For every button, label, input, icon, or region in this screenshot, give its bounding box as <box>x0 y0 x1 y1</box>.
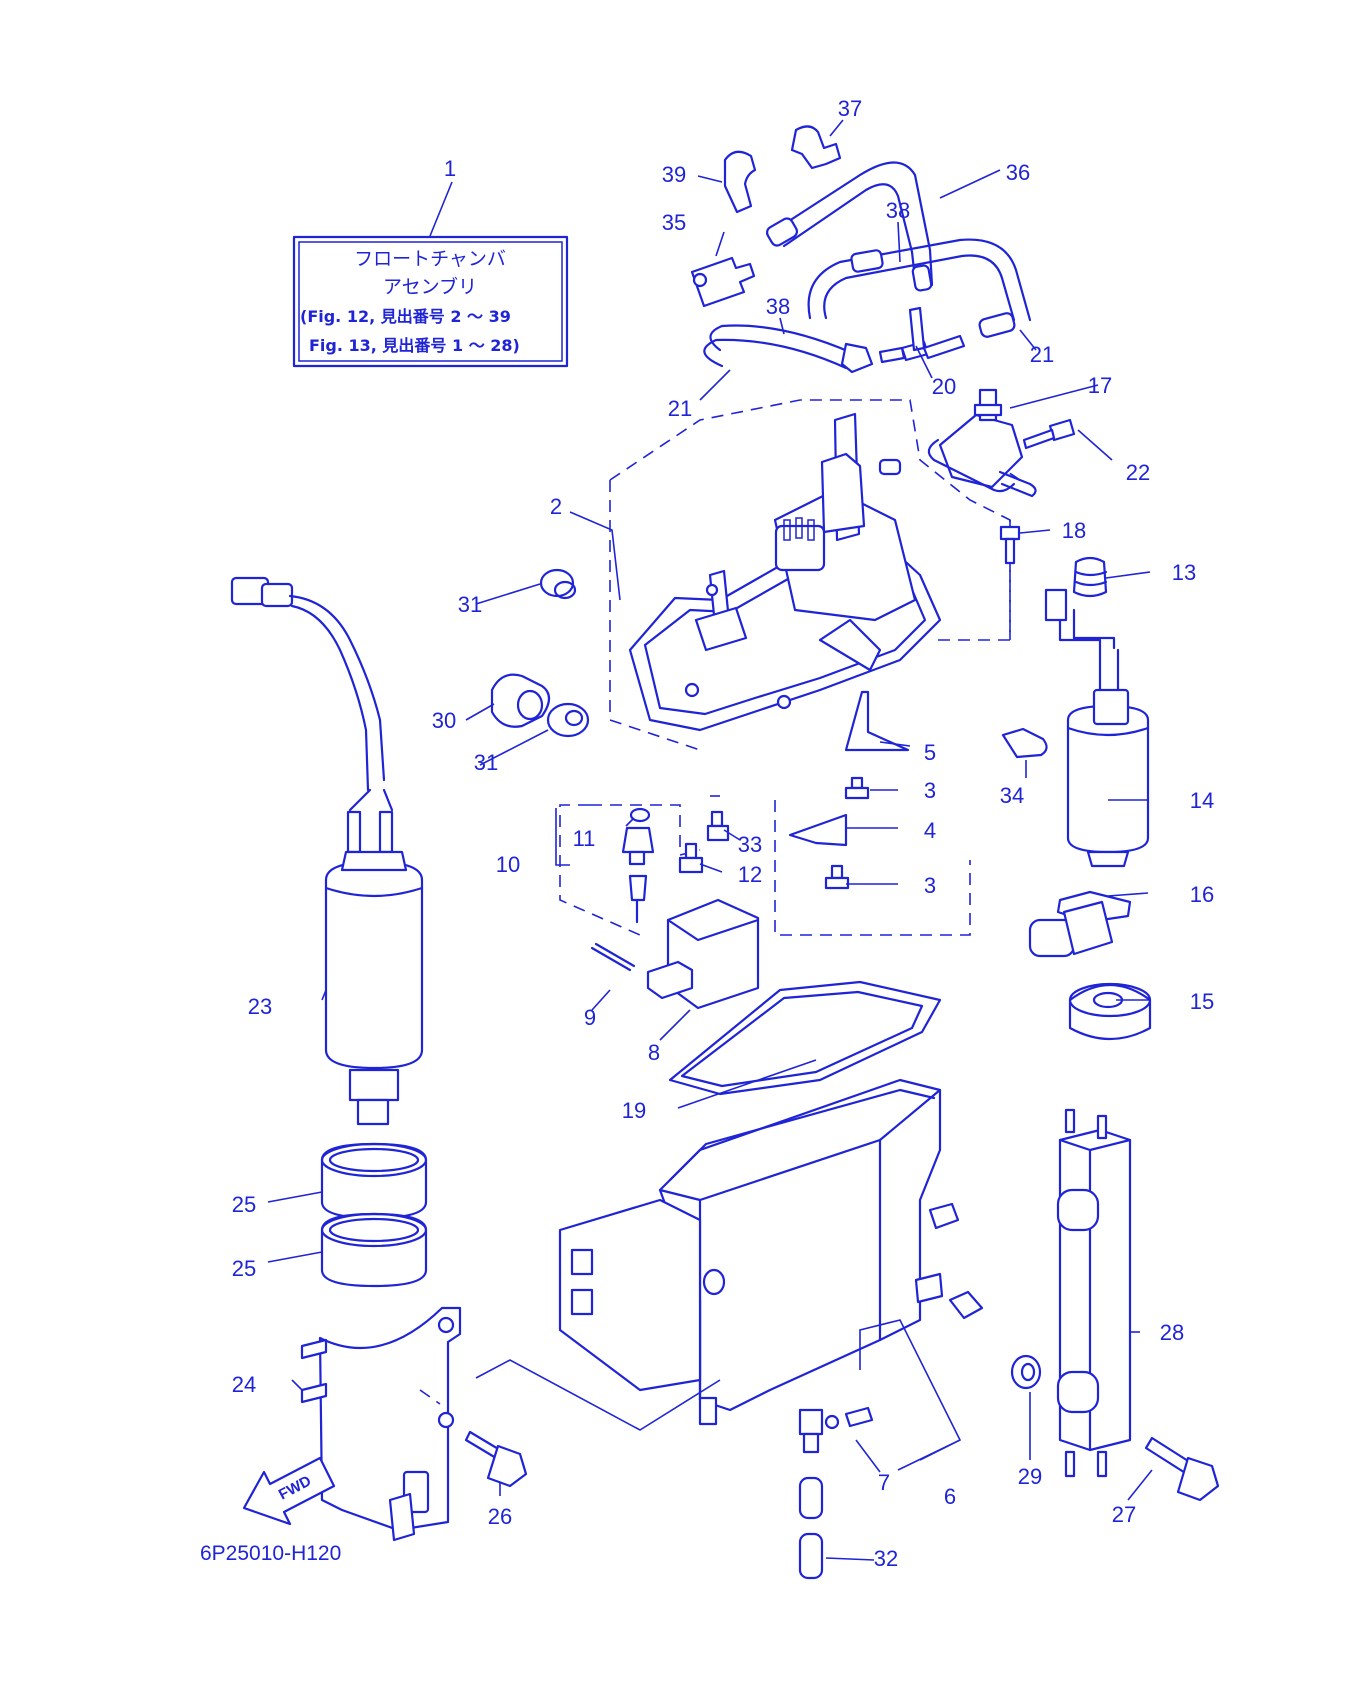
callout-numbers: 1 2 3 3 4 5 6 7 8 9 10 11 12 13 14 15 16… <box>232 96 1214 1571</box>
caption-line-4: Fig. 13, 見出番号 1 ～ 28) <box>309 336 520 355</box>
callout-31b: 31 <box>474 750 498 775</box>
callout-23: 23 <box>248 994 272 1019</box>
grommet-31-top <box>539 568 577 600</box>
grommet-31-bottom <box>546 702 590 738</box>
bolt-26 <box>464 1430 528 1488</box>
callout-26: 26 <box>488 1504 512 1529</box>
callout-27: 27 <box>1112 1502 1136 1527</box>
screw-22 <box>1022 418 1076 450</box>
cover-group-boundary <box>609 399 1011 751</box>
float-8 <box>646 898 760 1010</box>
fitting-34 <box>1001 727 1048 759</box>
caption-line-2: アセンブリ <box>383 275 477 298</box>
callout-15: 15 <box>1190 989 1214 1014</box>
caption-line-3: (Fig. 12, 見出番号 2 ～ 39 <box>300 307 511 326</box>
grommet-30 <box>490 673 551 728</box>
pressure-regulator <box>927 388 1037 498</box>
callout-28: 28 <box>1160 1320 1184 1345</box>
caption-line-1: フロートチャンバ <box>354 248 506 270</box>
callout-5: 5 <box>924 740 936 765</box>
bracket-4 <box>788 813 848 847</box>
callout-2: 2 <box>550 494 562 519</box>
screw-3-upper <box>844 776 870 800</box>
callout-21b: 21 <box>668 396 692 421</box>
callout-20: 20 <box>932 374 956 399</box>
assembly-caption-box: フロートチャンバ アセンブリ (Fig. 12, 見出番号 2 ～ 39 Fig… <box>292 235 569 368</box>
callout-18: 18 <box>1062 518 1086 543</box>
leader-lines <box>267 119 1153 1561</box>
rubber-ring-25-lower <box>320 1212 428 1288</box>
callout-30: 30 <box>432 708 456 733</box>
callout-16: 16 <box>1190 882 1214 907</box>
electric-fuel-pump <box>1044 556 1150 868</box>
washer-29 <box>1010 1354 1042 1390</box>
callout-29: 29 <box>1018 1464 1042 1489</box>
float-chamber-cover <box>628 412 942 732</box>
callout-8: 8 <box>648 1040 660 1065</box>
callout-10: 10 <box>496 852 520 877</box>
drawing-code: 6P25010-H120 <box>200 1542 341 1565</box>
callout-24: 24 <box>232 1372 256 1397</box>
callout-11: 11 <box>573 826 596 851</box>
callout-21a: 21 <box>1030 342 1054 367</box>
float-pin-9 <box>590 942 636 972</box>
callout-19: 19 <box>622 1098 646 1123</box>
screw-18 <box>999 525 1021 565</box>
fuel-pump-23 <box>230 576 424 1126</box>
fuel-filter-28 <box>1056 1108 1132 1478</box>
float-chamber-body <box>558 1078 984 1454</box>
hose-assembly-top <box>690 125 1032 374</box>
bracket-5 <box>844 690 910 752</box>
callout-25b: 25 <box>232 1256 256 1281</box>
bolt-27 <box>1144 1436 1220 1502</box>
callout-31a: 31 <box>458 592 482 617</box>
drain-screw-7 <box>824 1406 874 1430</box>
callout-35: 35 <box>662 210 686 235</box>
pump-mount-16 <box>1028 890 1132 958</box>
callout-17: 17 <box>1088 373 1112 398</box>
callout-12: 12 <box>738 862 762 887</box>
rubber-ring-25-upper <box>320 1142 428 1220</box>
callout-25a: 25 <box>232 1192 256 1217</box>
callout-9: 9 <box>584 1005 596 1030</box>
callout-37: 37 <box>838 96 862 121</box>
callout-4: 4 <box>924 818 936 843</box>
needle-valve-11 <box>621 807 655 924</box>
screw-12 <box>678 842 704 874</box>
forward-direction-arrow: FWD <box>242 1456 336 1526</box>
callout-3b: 3 <box>924 873 936 898</box>
callout-6: 6 <box>944 1484 956 1509</box>
callout-7: 7 <box>878 1470 890 1495</box>
screw-33 <box>706 810 730 842</box>
callout-1: 1 <box>444 156 456 181</box>
callout-38a: 38 <box>886 198 910 223</box>
pump-bracket-24 <box>300 1306 462 1542</box>
callout-38b: 38 <box>766 294 790 319</box>
callout-14: 14 <box>1190 788 1214 813</box>
callout-36: 36 <box>1006 160 1030 185</box>
callout-3a: 3 <box>924 778 936 803</box>
screw-3-lower <box>824 864 850 890</box>
pump-cap-15 <box>1068 982 1152 1041</box>
callout-33: 33 <box>738 832 762 857</box>
callout-39: 39 <box>662 162 686 187</box>
gasket-19 <box>668 980 942 1096</box>
callout-32: 32 <box>874 1546 898 1571</box>
hose-32 <box>798 1476 824 1580</box>
callout-34: 34 <box>1000 783 1024 808</box>
callout-22: 22 <box>1126 460 1150 485</box>
callout-13: 13 <box>1172 560 1196 585</box>
